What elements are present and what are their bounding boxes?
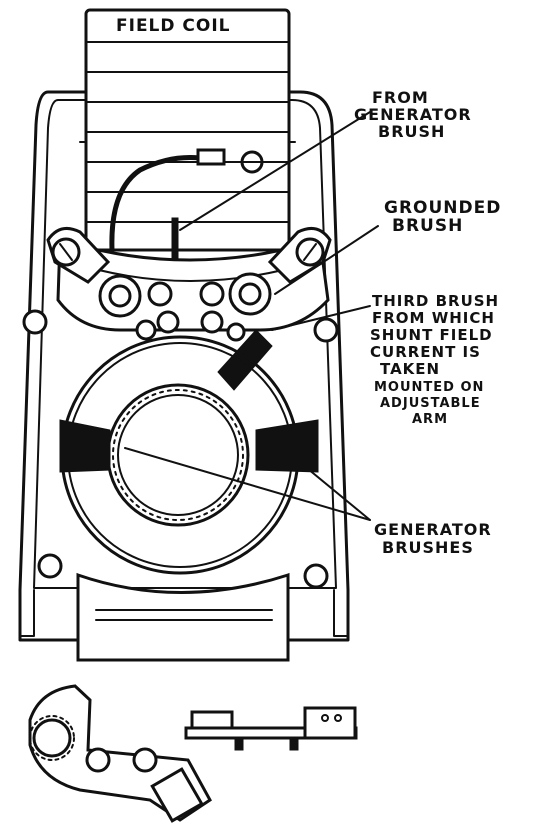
third-brush xyxy=(217,329,273,391)
label-from-which: FROM WHICH xyxy=(372,309,495,327)
mount-hole-bottom-right xyxy=(303,563,329,589)
leader-from-generator-brush xyxy=(179,111,371,231)
label-grounded-brush: BRUSH xyxy=(392,216,464,236)
wire-terminal xyxy=(196,148,226,166)
commutator-outer xyxy=(106,383,250,527)
leader-third-brush xyxy=(271,305,371,331)
housing-inner-edge xyxy=(33,99,337,589)
adjustable-arm-part xyxy=(28,684,212,823)
generator-housing xyxy=(18,90,350,642)
lead-wire xyxy=(109,155,203,253)
housing-foot-right xyxy=(333,589,349,637)
label-mounted-on: MOUNTED ON xyxy=(374,380,485,395)
leader-generator-brush-right xyxy=(284,449,371,521)
mount-hole-top-left xyxy=(22,309,48,335)
label-brushes: BRUSHES xyxy=(382,538,474,557)
label-shunt-field: SHUNT FIELD xyxy=(370,326,493,344)
label-current-is: CURRENT IS xyxy=(370,343,481,361)
right-brush-holder xyxy=(199,272,272,342)
label-grounded: GROUNDED xyxy=(384,198,502,218)
generator-base xyxy=(76,572,290,662)
terminal-plate-part xyxy=(184,706,358,751)
label-generator-2: GENERATOR xyxy=(374,520,492,539)
label-brush: BRUSH xyxy=(378,122,446,141)
label-third-brush: THIRD BRUSH xyxy=(372,292,500,310)
mount-hole-bottom-left xyxy=(37,553,63,579)
leader-grounded-brush xyxy=(274,225,379,295)
label-adjustable: ADJUSTABLE xyxy=(380,396,481,411)
label-generator: GENERATOR xyxy=(354,105,472,124)
label-field-coil: FIELD COIL xyxy=(116,16,231,36)
label-from: FROM xyxy=(372,88,429,107)
label-arm: ARM xyxy=(412,412,449,427)
generator-brush-left xyxy=(59,419,111,473)
leader-generator-brush-left xyxy=(124,447,371,521)
label-taken: TAKEN xyxy=(380,360,441,378)
commutator-inner xyxy=(117,394,239,516)
left-brush-holder xyxy=(98,274,180,341)
right-eye-bolt xyxy=(267,226,332,284)
commutator-segments xyxy=(112,389,244,521)
housing-foot-left xyxy=(19,589,35,637)
left-eye-bolt xyxy=(46,226,111,284)
generator-brush-right xyxy=(255,419,319,473)
brush-lead-post xyxy=(171,217,179,259)
field-coil-body xyxy=(84,8,291,252)
mount-hole-top-right xyxy=(313,317,339,343)
